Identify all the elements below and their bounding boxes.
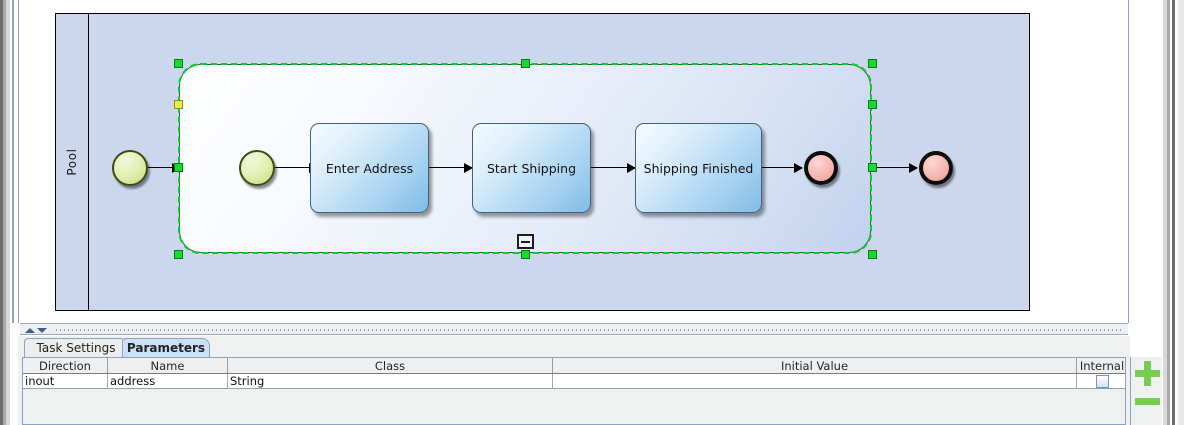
tab-label: Task Settings (36, 341, 116, 355)
sequence-flow-3 (429, 167, 472, 168)
resize-handle-n[interactable] (521, 59, 530, 68)
sequence-flow-6 (872, 167, 917, 168)
tab-parameters[interactable]: Parameters (122, 338, 210, 357)
pool-header: Pool (56, 14, 89, 310)
tab-task-settings[interactable]: Task Settings (24, 338, 128, 357)
cell-class[interactable]: String (228, 374, 553, 388)
column-header-class[interactable]: Class (228, 358, 553, 373)
panel-splitter[interactable] (20, 323, 1128, 335)
add-parameter-button[interactable] (1135, 361, 1160, 386)
triangle-up-icon[interactable] (25, 328, 35, 333)
column-header-internal[interactable]: Internal (1079, 358, 1125, 373)
resize-handle-ne[interactable] (868, 59, 877, 68)
column-header-direction[interactable]: Direction (23, 358, 108, 373)
resize-handle-e-upper[interactable] (868, 100, 877, 109)
sequence-flow-5 (762, 167, 802, 168)
column-header-initial-value[interactable]: Initial Value (553, 358, 1077, 373)
splitter-grip (56, 329, 1124, 331)
tab-label: Parameters (126, 341, 206, 355)
window-edge-mid (3, 0, 6, 425)
sequence-flow-4 (591, 167, 635, 168)
window-edge-light-right (1163, 0, 1167, 425)
start-event-outer[interactable] (112, 150, 148, 186)
resize-handle-sw[interactable] (174, 250, 183, 259)
resize-handle-nw[interactable] (174, 59, 183, 68)
resize-handle-e[interactable] (868, 163, 877, 172)
properties-panel: Task Settings Parameters Direction Name … (18, 336, 1130, 425)
resize-handle-s[interactable] (521, 250, 530, 259)
internal-checkbox[interactable] (1095, 374, 1109, 388)
task-start-shipping[interactable]: Start Shipping (472, 123, 591, 213)
task-label: Shipping Finished (643, 160, 754, 176)
task-label: Start Shipping (486, 160, 577, 176)
right-panel-border (1128, 0, 1129, 323)
resize-handle-se[interactable] (868, 250, 877, 259)
window-edge-dark-right (1172, 0, 1175, 425)
window-edge-light (6, 0, 10, 425)
cell-initial-value[interactable] (553, 374, 1077, 388)
sequence-flow-3-arrow (464, 163, 473, 173)
pool-label: Pool (65, 148, 79, 176)
sequence-flow-4-arrow (627, 163, 636, 173)
task-label: Enter Address (325, 160, 414, 176)
resize-handle-w[interactable] (174, 163, 183, 172)
task-enter-address[interactable]: Enter Address (310, 123, 429, 213)
sequence-flow-5-arrow (794, 163, 803, 173)
cell-internal[interactable] (1077, 374, 1127, 388)
table-row[interactable]: inout address String (23, 374, 1125, 389)
end-event-inner[interactable] (804, 151, 838, 185)
task-shipping-finished[interactable]: Shipping Finished (635, 123, 762, 213)
table-header-row: Direction Name Class Initial Value Inter… (23, 358, 1125, 374)
sequence-flow-6-arrow (909, 163, 918, 173)
cell-name[interactable]: address (108, 374, 228, 388)
parameters-table[interactable]: Direction Name Class Initial Value Inter… (22, 357, 1126, 425)
start-event-inner[interactable] (239, 150, 275, 186)
window-edge-dark (0, 0, 3, 425)
plus-icon-bar (1144, 361, 1151, 386)
triangle-down-icon[interactable] (37, 328, 47, 333)
left-panel-border (18, 0, 19, 323)
label-handle[interactable] (174, 100, 183, 109)
cell-direction[interactable]: inout (23, 374, 108, 388)
minus-icon (521, 240, 530, 243)
tab-strip: Task Settings Parameters (18, 336, 1130, 357)
parameter-actions (1130, 357, 1162, 425)
end-event-outer[interactable] (919, 151, 953, 185)
table-empty-area (23, 389, 1125, 424)
window-edge-outer-right (1178, 0, 1184, 425)
left-scrollbar-track[interactable] (12, 0, 14, 323)
subprocess-collapse-button[interactable] (517, 234, 534, 249)
sequence-flow-2 (275, 167, 317, 168)
diagram-canvas[interactable]: Pool Enter Address Start Shipping Shippi… (20, 0, 1128, 322)
sequence-flow-1 (148, 167, 180, 168)
remove-parameter-button[interactable] (1135, 398, 1160, 405)
column-header-name[interactable]: Name (108, 358, 228, 373)
window-edge-mid-right (1167, 0, 1170, 425)
